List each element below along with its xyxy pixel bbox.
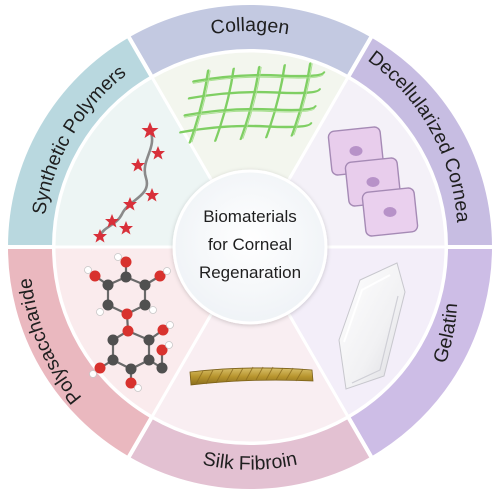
silk-fiber-icon bbox=[189, 366, 314, 386]
center-title-line-1: Biomaterials bbox=[203, 207, 297, 226]
center-title-line-2: for Corneal bbox=[208, 235, 292, 254]
cornea-cells-icon bbox=[327, 126, 419, 237]
center-circle bbox=[172, 169, 328, 325]
segment-label-collagen: Collagen bbox=[209, 14, 291, 39]
inner-wedge-silk bbox=[149, 243, 351, 445]
polymer-chain-icon bbox=[93, 122, 165, 243]
collagen-mesh-icon bbox=[179, 62, 326, 144]
center-title-line-3: Regenaration bbox=[199, 263, 301, 282]
inner-wedge-collagen bbox=[149, 49, 351, 251]
gelatin-sheet-icon bbox=[338, 262, 406, 390]
polysaccharide-molecule-icon bbox=[84, 253, 174, 392]
